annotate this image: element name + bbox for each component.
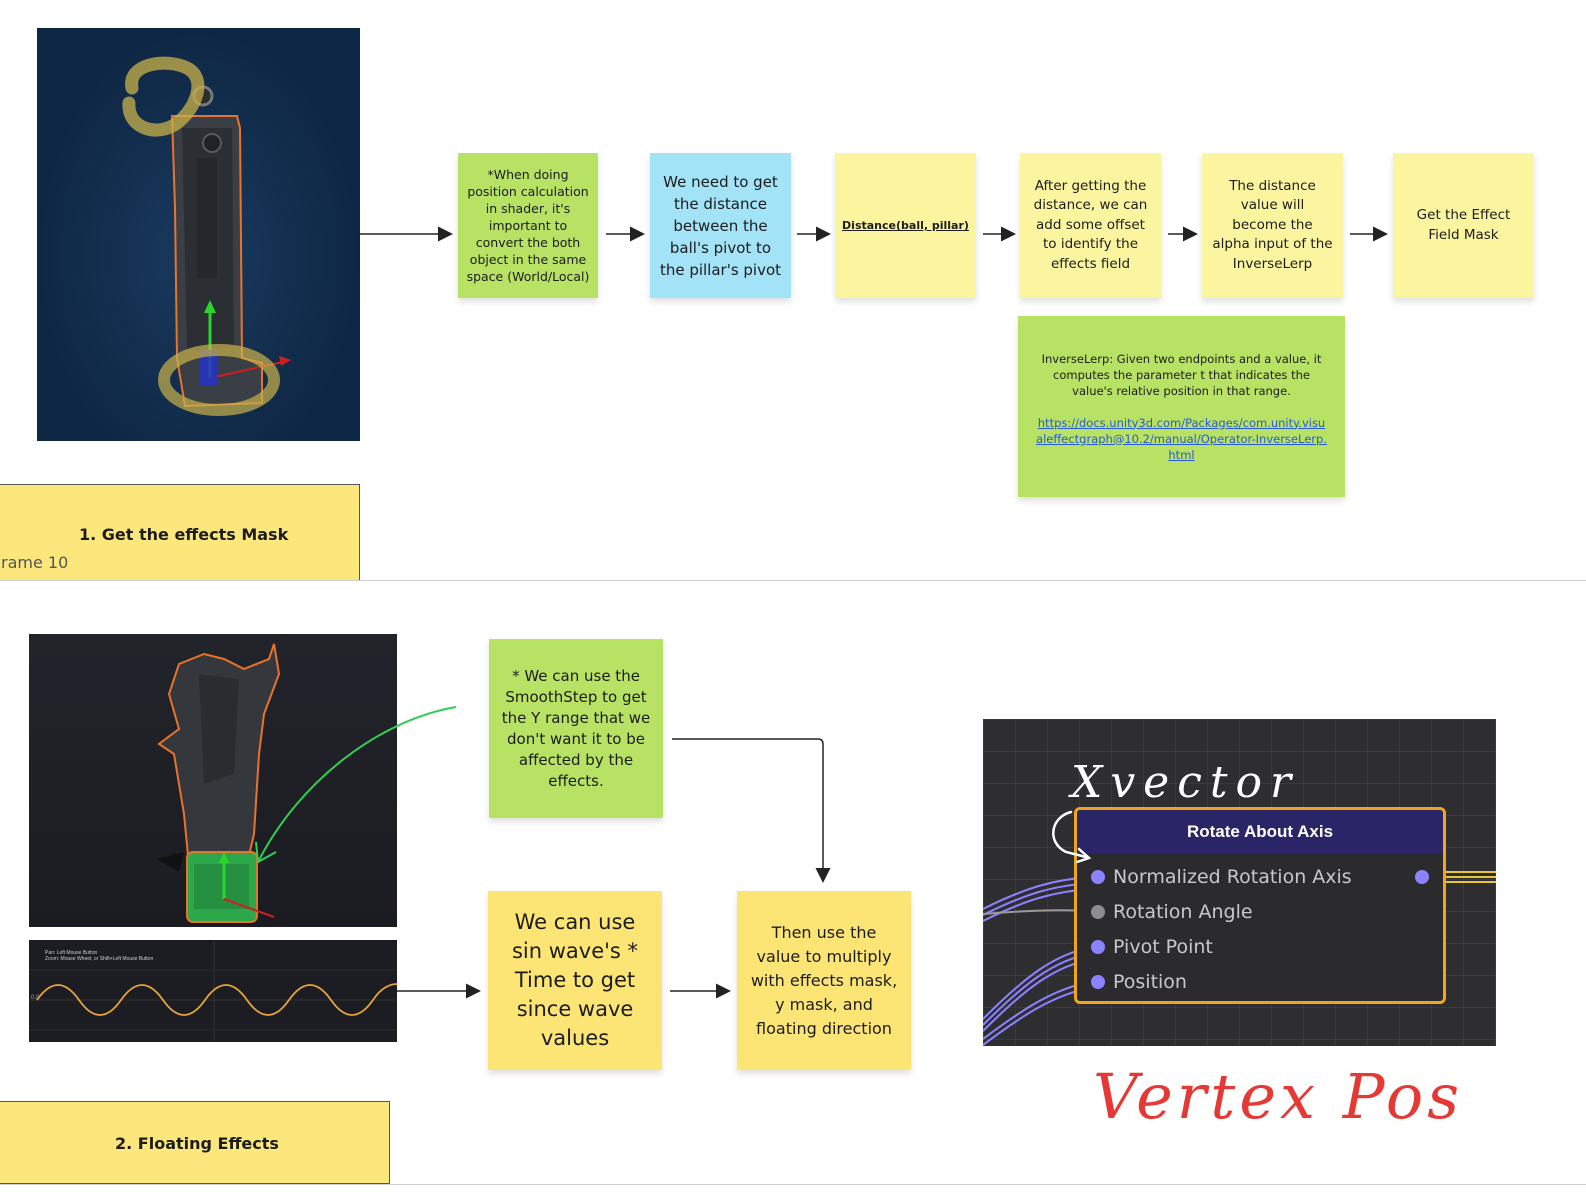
sine-wave-graph[interactable]: Pan: Left Mouse Button Zoom: Mouse Wheel…: [29, 940, 397, 1042]
port-label: Rotation Angle: [1113, 901, 1253, 923]
note-distance-function-text: Distance(ball, pillar): [842, 219, 969, 232]
note-shader-space-text: *When doing position calculation in shad…: [466, 167, 590, 284]
frame-label: rame 10: [1, 553, 69, 572]
arrow-smoothstep-to-multiply: [672, 738, 831, 883]
node-title: Rotate About Axis: [1186, 821, 1334, 841]
section-divider: [0, 580, 1586, 581]
graph-hint-pan: Pan: Left Mouse Button: [45, 950, 98, 956]
section-1-label-box: 1. Get the effects Mask rame 10: [0, 484, 360, 581]
bottom-divider: [0, 1184, 1586, 1185]
sine-wave-plot: [29, 940, 397, 1042]
note-inverselerp-definition[interactable]: InverseLerp: Given two endpoints and a v…: [1018, 316, 1345, 497]
note-effect-field-mask[interactable]: Get the Effect Field Mask: [1393, 153, 1534, 298]
floating-pillar-drawing: [157, 643, 281, 923]
floating-pillar-scene-image: [29, 634, 397, 927]
note-shader-space[interactable]: *When doing position calculation in shad…: [458, 153, 598, 298]
section-1-title: 1. Get the effects Mask: [79, 525, 289, 544]
section-2-label-box: 2. Floating Effects: [0, 1101, 390, 1184]
inverselerp-docs-link[interactable]: https://docs.unity3d.com/Packages/com.un…: [1036, 415, 1327, 462]
node-port-normalized-rotation-axis[interactable]: Normalized Rotation Axis: [1077, 862, 1352, 892]
pillar-scene-image: [37, 28, 360, 441]
output-port-icon[interactable]: [1415, 870, 1429, 884]
note-alpha-inverselerp-text: The distance value will become the alpha…: [1212, 177, 1333, 272]
note-distance-pivots-text: We need to get the distance between the …: [659, 172, 782, 279]
node-port-rotation-angle[interactable]: Rotation Angle: [1077, 897, 1253, 927]
note-sin-wave[interactable]: We can use sin wave's * Time to get sinc…: [488, 891, 662, 1070]
handwriting-arrow: [1052, 810, 1092, 864]
inverselerp-definition-text: InverseLerp: Given two endpoints and a v…: [1041, 351, 1322, 398]
input-port-icon[interactable]: [1091, 940, 1105, 954]
port-label: Pivot Point: [1113, 936, 1213, 958]
node-header[interactable]: Rotate About Axis: [1077, 810, 1443, 853]
port-label: Normalized Rotation Axis: [1113, 866, 1352, 888]
note-multiply[interactable]: Then use the value to multiply with effe…: [737, 891, 911, 1070]
input-port-icon[interactable]: [1091, 905, 1105, 919]
sine-wave-curve: [36, 983, 397, 1016]
note-alpha-inverselerp[interactable]: The distance value will become the alpha…: [1202, 153, 1343, 298]
graph-hint-zoom: Zoom: Mouse Wheel, or Shift+Left Mouse B…: [45, 956, 154, 962]
shader-graph-panel[interactable]: Rotate About Axis Normalized Rotation Ax…: [983, 719, 1496, 1046]
rotate-about-axis-node[interactable]: Rotate About Axis Normalized Rotation Ax…: [1074, 807, 1446, 1004]
note-smoothstep-text: * We can use the SmoothStep to get the Y…: [501, 666, 651, 790]
input-port-icon[interactable]: [1091, 975, 1105, 989]
note-offset-field-text: After getting the distance, we can add s…: [1033, 177, 1148, 272]
note-sin-wave-text: We can use sin wave's * Time to get sinc…: [511, 910, 639, 1050]
handwriting-vertex-pos: Vertex Pos: [1093, 1060, 1464, 1133]
note-distance-pivots[interactable]: We need to get the distance between the …: [650, 153, 791, 298]
input-port-icon[interactable]: [1091, 870, 1105, 884]
note-effect-field-mask-text: Get the Effect Field Mask: [1416, 207, 1511, 243]
note-smoothstep[interactable]: * We can use the SmoothStep to get the Y…: [489, 639, 663, 818]
note-distance-function[interactable]: Distance(ball, pillar): [835, 153, 976, 298]
section-2-title: 2. Floating Effects: [115, 1134, 279, 1153]
pillar-scene-drawing: [122, 56, 291, 416]
node-port-pivot-point[interactable]: Pivot Point: [1077, 932, 1213, 962]
handwriting-xvector: Xvector: [1071, 757, 1300, 808]
note-offset-field[interactable]: After getting the distance, we can add s…: [1020, 153, 1161, 298]
note-multiply-text: Then use the value to multiply with effe…: [750, 922, 898, 1038]
port-label: Position: [1113, 971, 1187, 993]
graph-axis-zero: 0.0: [31, 995, 40, 1001]
node-port-position[interactable]: Position: [1077, 967, 1187, 997]
